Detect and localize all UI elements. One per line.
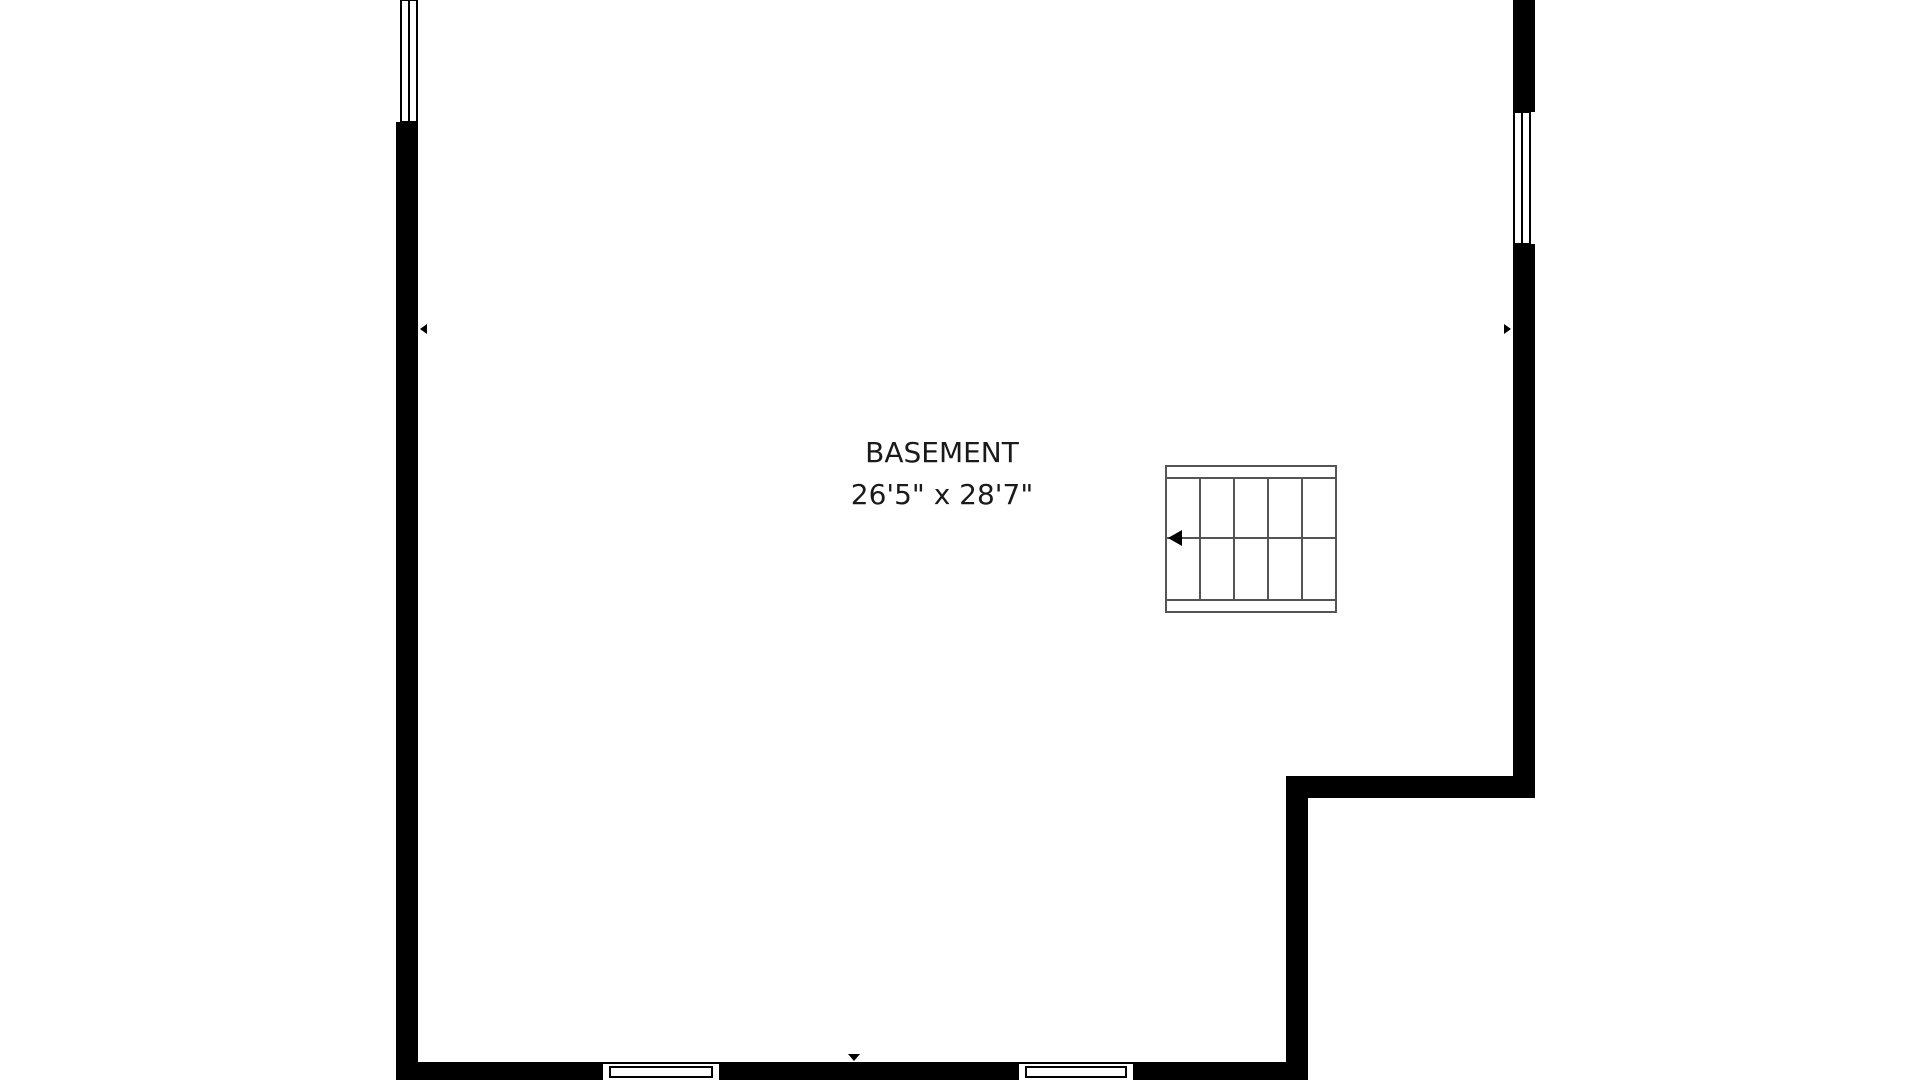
room-dimensions: 26'5" x 28'7" (851, 478, 1033, 511)
window-bottom-right (1017, 1062, 1135, 1080)
marker-right-icon (1504, 324, 1511, 334)
window-bottom-left (601, 1062, 721, 1080)
marker-left-icon (420, 324, 427, 334)
staircase (1165, 465, 1337, 613)
wall-notch-horizontal (1286, 776, 1535, 798)
room-name: BASEMENT (865, 436, 1020, 469)
wall-right-middle (1513, 244, 1535, 796)
wall-markers (420, 324, 1511, 1061)
window-right (1513, 111, 1531, 245)
wall-notch-vertical (1286, 776, 1308, 1080)
wall-bottom-middle (720, 1062, 1018, 1080)
wall-left (396, 122, 418, 1080)
wall-bottom-left (396, 1062, 602, 1080)
window-left-top (400, 0, 418, 123)
windows (400, 0, 1531, 1080)
wall-bottom-right (1134, 1062, 1308, 1080)
stair-direction-arrow-icon (1168, 530, 1182, 546)
wall-right-top (1513, 0, 1535, 112)
marker-bottom-icon (848, 1054, 860, 1061)
walls (396, 0, 1535, 1080)
